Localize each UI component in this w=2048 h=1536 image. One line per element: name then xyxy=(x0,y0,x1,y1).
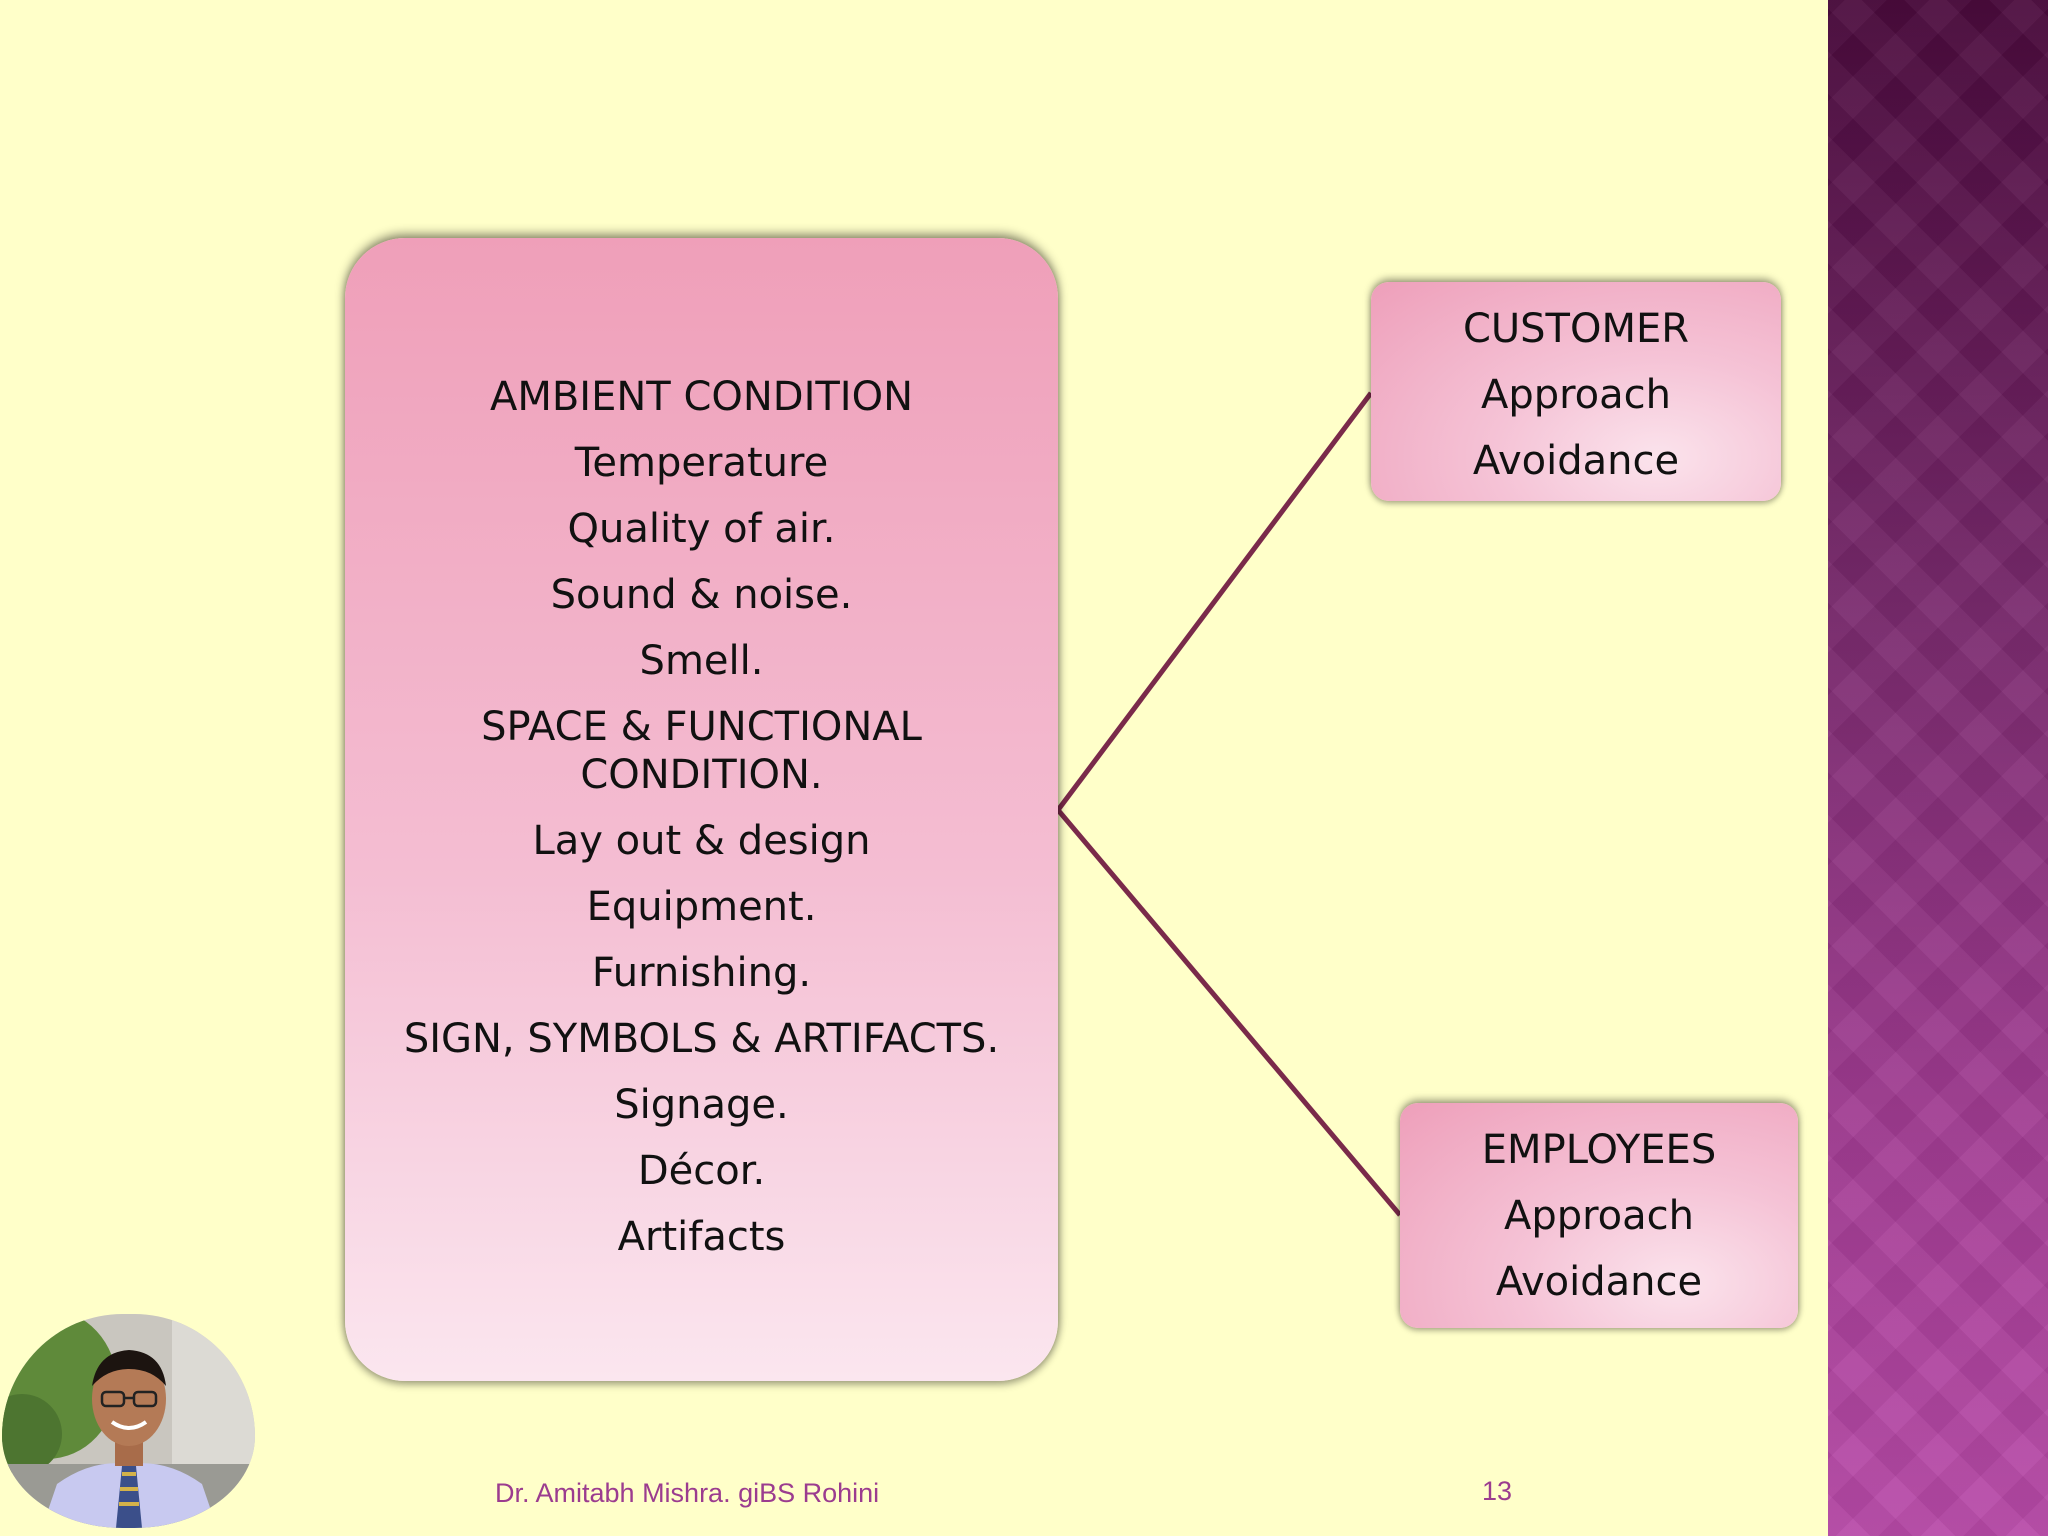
item-sound-noise: Sound & noise. xyxy=(550,572,853,618)
customer-approach: Approach xyxy=(1480,372,1672,418)
employees-box: EMPLOYEES Approach Avoidance xyxy=(1400,1103,1798,1328)
item-signage: Signage. xyxy=(614,1082,789,1128)
item-temperature: Temperature xyxy=(574,440,829,486)
item-smell: Smell. xyxy=(639,638,764,684)
item-equipment: Equipment. xyxy=(586,884,817,930)
connector-to-employees xyxy=(1056,808,1402,1217)
item-quality-of-air: Quality of air. xyxy=(567,506,836,552)
heading-signs-symbols: SIGN, SYMBOLS & ARTIFACTS. xyxy=(403,1016,1000,1062)
employees-title: EMPLOYEES xyxy=(1481,1127,1717,1173)
page-number: 13 xyxy=(1482,1476,1513,1506)
servicescape-dimensions-box: AMBIENT CONDITION Temperature Quality of… xyxy=(345,238,1058,1381)
item-artifacts: Artifacts xyxy=(617,1214,786,1260)
heading-ambient-condition: AMBIENT CONDITION xyxy=(489,374,914,420)
footer-author: Dr. Amitabh Mishra. giBS Rohini xyxy=(495,1478,880,1508)
item-layout-design: Lay out & design xyxy=(532,818,871,864)
customer-title: CUSTOMER xyxy=(1462,306,1690,352)
decorative-side-band xyxy=(1828,0,2048,1536)
customer-box: CUSTOMER Approach Avoidance xyxy=(1371,282,1781,501)
customer-avoidance: Avoidance xyxy=(1472,438,1680,484)
heading-space-functional: SPACE & FUNCTIONAL CONDITION. xyxy=(481,704,922,798)
item-furnishing: Furnishing. xyxy=(591,950,812,996)
employees-avoidance: Avoidance xyxy=(1495,1259,1703,1305)
employees-approach: Approach xyxy=(1503,1193,1695,1239)
item-decor: Décor. xyxy=(637,1148,766,1194)
connector-to-customer xyxy=(1056,391,1373,812)
